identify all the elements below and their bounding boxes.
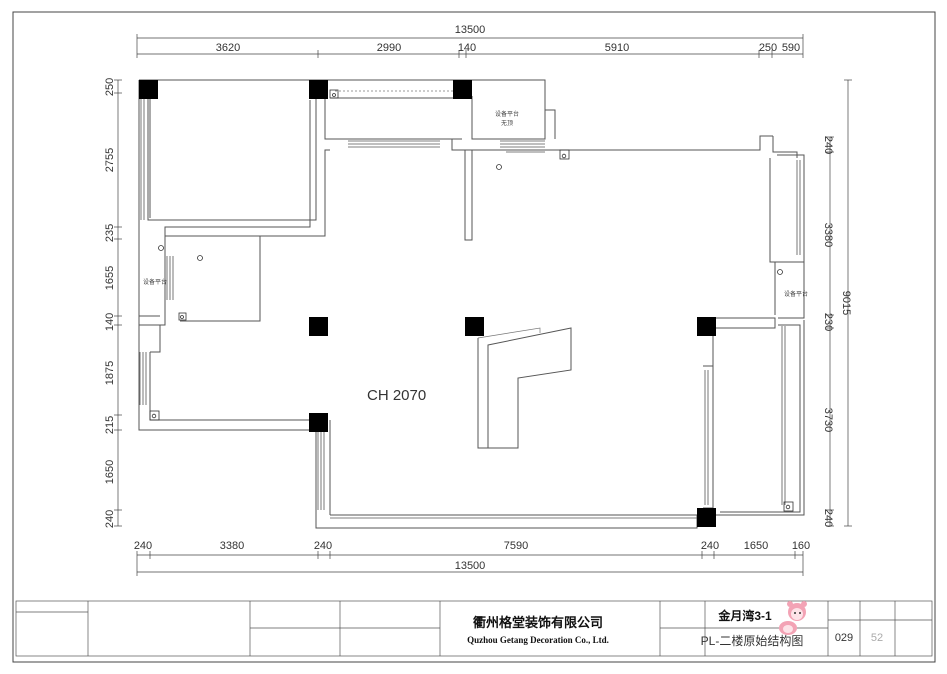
- flue-icon: [329, 89, 339, 99]
- flue-icon: [178, 312, 187, 321]
- windows: [139, 95, 801, 519]
- top-total-label: 13500: [455, 24, 486, 36]
- column: [697, 317, 716, 336]
- left-dim-8: 1650: [104, 460, 116, 484]
- room-label-platform-left: 设备平台: [143, 278, 167, 286]
- top-dim-3: 140: [458, 42, 476, 54]
- drain-icon: [197, 255, 203, 261]
- bottom-dim-7: 160: [792, 540, 810, 552]
- right-dim-2: 3380: [822, 223, 834, 247]
- left-dim-3: 235: [104, 224, 116, 242]
- bottom-total-label: 13500: [455, 560, 486, 572]
- flue-icon: [559, 149, 570, 160]
- sheet-border: [12, 11, 936, 663]
- drain-icon: [158, 245, 164, 251]
- flue-icon: [149, 410, 160, 421]
- company-name-en: Quzhou Getang Decoration Co., Ltd.: [467, 635, 609, 645]
- walls: [138, 79, 805, 529]
- column: [697, 508, 716, 527]
- structural-columns: [139, 80, 716, 527]
- left-dim-5: 140: [104, 313, 116, 331]
- left-dim-6: 1875: [104, 361, 116, 385]
- room-label-platform-right: 设备平台: [784, 290, 808, 298]
- column: [309, 317, 328, 336]
- fixtures: [149, 89, 794, 512]
- column: [453, 80, 472, 99]
- left-dim-2: 2755: [104, 148, 116, 172]
- sheet-number: 029: [835, 632, 853, 644]
- left-dim-9: 240: [104, 510, 116, 528]
- ceiling-height-label: CH 2070: [367, 387, 426, 404]
- column: [309, 80, 328, 99]
- bottom-dim-3: 240: [314, 540, 332, 552]
- room-label-platform-top-sub: 无顶: [501, 120, 513, 127]
- right-total-label: 9015: [840, 291, 852, 315]
- right-dim-5: 240: [822, 509, 834, 527]
- right-dim-4: 3730: [822, 408, 834, 432]
- bottom-dim-5: 240: [701, 540, 719, 552]
- top-dim-4: 5910: [605, 42, 629, 54]
- title-block: [15, 600, 933, 657]
- left-dim-7: 215: [104, 416, 116, 434]
- left-dim-4: 1655: [104, 266, 116, 290]
- project-name: 金月湾3-1: [717, 608, 772, 623]
- bottom-dim-2: 3380: [220, 540, 244, 552]
- top-dim-6: 590: [782, 42, 800, 54]
- drain-icon: [777, 269, 783, 275]
- bottom-dim-4: 7590: [504, 540, 528, 552]
- bottom-dim-6: 1650: [744, 540, 768, 552]
- right-dimension-chain: [826, 79, 852, 527]
- drawing-title: PL-二楼原始结构图: [701, 633, 804, 648]
- top-dim-5: 250: [759, 42, 777, 54]
- flue-icon: [783, 501, 794, 512]
- right-dim-1: 240: [822, 136, 834, 154]
- bottom-dimension-chain: [136, 551, 804, 576]
- top-dim-1: 3620: [216, 42, 240, 54]
- column: [309, 413, 328, 432]
- top-dim-2: 2990: [377, 42, 401, 54]
- top-dimension-chain: [136, 34, 804, 58]
- mascot-icon: [779, 601, 807, 635]
- company-name-cn: 衢州格堂装饰有限公司: [473, 615, 603, 630]
- left-dim-1: 250: [104, 78, 116, 96]
- sheet-total: 52: [871, 632, 883, 644]
- left-dimension-chain: [114, 79, 122, 527]
- right-dim-3: 230: [822, 313, 834, 331]
- bottom-dim-1: 240: [134, 540, 152, 552]
- column: [465, 317, 484, 336]
- drain-icon: [496, 164, 502, 170]
- room-label-platform-top: 设备平台: [495, 110, 519, 118]
- column: [139, 80, 158, 99]
